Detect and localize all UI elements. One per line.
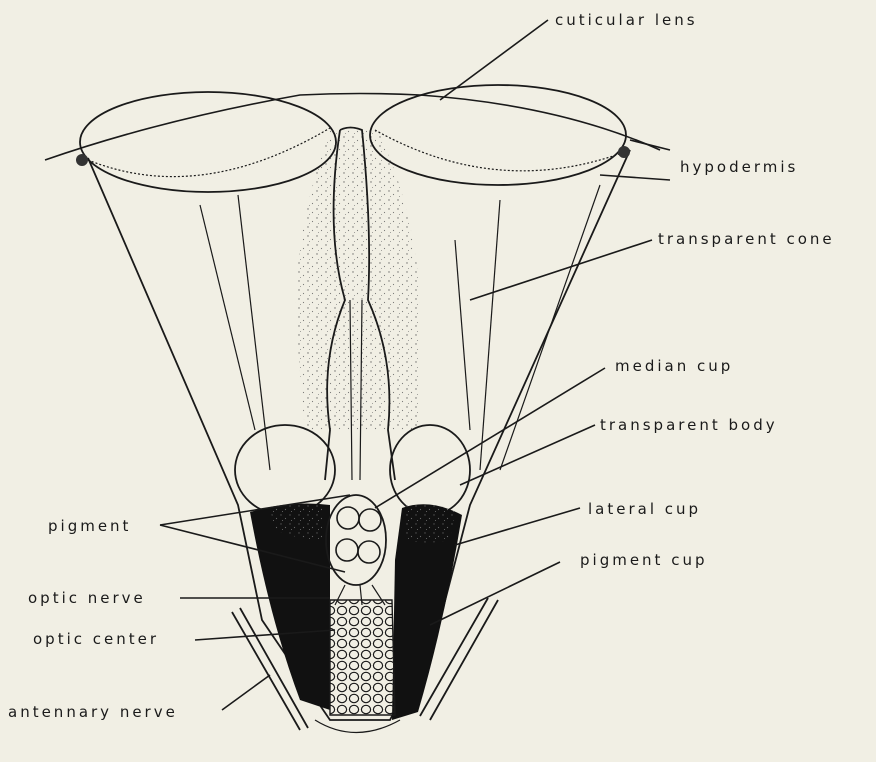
label-cuticular-lens: cuticular lens	[555, 11, 698, 29]
median-cup-cell-1	[337, 507, 359, 529]
left-transparent-body	[235, 425, 335, 515]
right-inner-cone-line-3	[500, 185, 600, 470]
hypodermis-leader-2	[600, 175, 670, 180]
stippled-tissue	[295, 130, 420, 430]
right-lateral-cup-stipple	[405, 503, 455, 542]
label-transparent-body: transparent body	[600, 416, 778, 434]
cuticular-lens-leader	[440, 20, 548, 100]
right-cuticular-lens	[370, 85, 626, 185]
right-hypodermis-layer	[375, 130, 630, 171]
label-hypodermis: hypodermis	[680, 158, 798, 176]
label-transparent-cone: transparent cone	[658, 230, 835, 248]
median-cup-cell-3	[336, 539, 358, 561]
label-pigment-cup: pigment cup	[580, 551, 707, 569]
left-hypodermis-node	[76, 154, 88, 166]
antennary-nerve-leader	[222, 675, 270, 710]
label-lateral-cup: lateral cup	[588, 500, 701, 518]
lateral-cup-leader	[455, 508, 580, 545]
left-inner-cone-line-1	[200, 205, 255, 430]
label-median-cup: median cup	[615, 357, 733, 375]
optic-center	[330, 600, 395, 715]
label-antennary-nerve: antennary nerve	[8, 703, 178, 721]
label-optic-center: optic center	[33, 630, 159, 648]
label-pigment: pigment	[48, 517, 131, 535]
right-transparent-body	[390, 425, 470, 515]
median-cup-cell-2	[359, 509, 381, 531]
median-cup	[326, 495, 386, 585]
right-inner-cone-line-2	[480, 200, 500, 470]
right-inner-cone-line-1	[455, 240, 470, 430]
label-optic-nerve: optic nerve	[28, 589, 146, 607]
hypodermis-leader-1	[630, 140, 670, 150]
right-hypodermis-node	[618, 146, 630, 158]
transparent-body-leader	[460, 425, 595, 485]
transparent-cone-leader	[470, 240, 652, 300]
left-cuticular-lens	[80, 92, 336, 192]
optic-center-base	[315, 720, 400, 733]
median-cup-cell-4	[358, 541, 380, 563]
